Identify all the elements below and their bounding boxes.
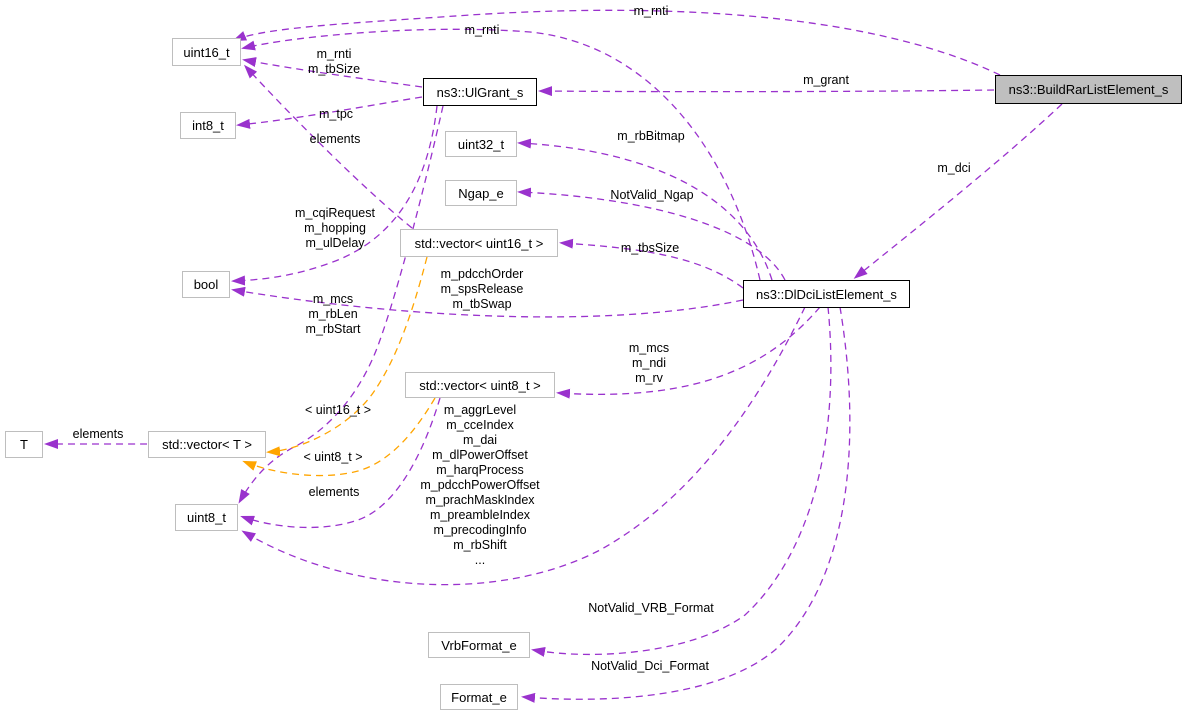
edge-m-rnti-dldci-uint16 (241, 28, 761, 281)
node-int8-t: int8_t (180, 112, 236, 139)
edge-elements-vec8-uint8 (240, 397, 441, 529)
node-ns3-dldcilistelement-s[interactable]: ns3::DlDciListElement_s (743, 280, 910, 308)
edge-m-mcs-ndi-rv (556, 306, 821, 399)
edge-m-grant (538, 86, 995, 97)
edge-m-rnti-buildrar-uint16 (232, 9, 1001, 76)
edge-label-m-grant: m_grant (803, 73, 849, 87)
node-t: T (5, 431, 43, 458)
node-ngap-e: Ngap_e (445, 180, 517, 206)
node-uint8-t: uint8_t (175, 504, 238, 531)
edge-label-m-pdcchorder-group: m_pdcchOrder m_spsRelease m_tbSwap (440, 267, 524, 311)
node-format-e: Format_e (440, 684, 518, 710)
edge-label-m-mcs-ndi-rv: m_mcs m_ndi m_rv (628, 341, 670, 385)
edge-template-uint8 (242, 397, 436, 477)
edge-label-notvalid-dci-format: NotValid_Dci_Format (591, 659, 709, 673)
node-ns3-buildrarlistelement-s[interactable]: ns3::BuildRarListElement_s (995, 75, 1182, 104)
edge-label-m-tpc: m_tpc (318, 107, 354, 121)
edge-m-aggrlevel-group (241, 306, 806, 586)
edge-m-dci (853, 103, 1063, 279)
edge-label-elements-uint16: elements (309, 132, 361, 146)
edge-label-m-cqirequest-group: m_cqiRequest m_hopping m_ulDelay (295, 206, 375, 250)
edge-label-m-aggrlevel-group: m_aggrLevel m_cceIndex m_dai m_dlPowerOf… (420, 403, 540, 567)
node-ns3-ulgrant-s[interactable]: ns3::UlGrant_s (423, 78, 537, 106)
edge-label-m-rnti-tbsize: m_rnti m_tbSize (307, 47, 361, 76)
edge-m-rbbitmap (517, 138, 773, 281)
edge-label-m-mcs-rblen-rbstart: m_mcs m_rbLen m_rbStart (305, 292, 361, 336)
edge-m-rnti-tbsize-ulgrant-uint16 (242, 57, 423, 88)
edge-label-m-tbssize: m_tbsSize (620, 241, 680, 255)
node-uint32-t: uint32_t (445, 131, 517, 157)
node-vrbformat-e: VrbFormat_e (428, 632, 530, 658)
edge-m-cqirequest-group (231, 105, 438, 286)
edge-elements-vec16-uint16 (243, 64, 413, 229)
edge-label-m-rnti-mid: m_rnti (464, 23, 500, 37)
edge-label-template-uint16: < uint16_t > (304, 403, 372, 417)
edge-label-notvalid-ngap: NotValid_Ngap (610, 188, 694, 202)
edge-label-template-uint8: < uint8_t > (303, 450, 363, 464)
edge-m-tbssize (559, 238, 744, 289)
edge-label-m-dci: m_dci (937, 161, 971, 175)
edge-notvalid-ngap (517, 187, 786, 281)
edge-label-elements-t: elements (72, 427, 124, 441)
edge-template-uint16 (266, 256, 428, 457)
node-std-vector-uint16-t: std::vector< uint16_t > (400, 229, 558, 257)
edge-label-m-rbbitmap: m_rbBitmap (617, 129, 685, 143)
edge-notvalid-dci-format (521, 306, 851, 703)
node-bool: bool (182, 271, 230, 298)
node-uint16-t: uint16_t (172, 38, 241, 66)
edge-m-pdcchorder-group (231, 286, 744, 318)
node-std-vector-t: std::vector< T > (148, 431, 266, 458)
node-std-vector-uint8-t: std::vector< uint8_t > (405, 372, 555, 398)
edge-label-notvalid-vrb-format: NotValid_VRB_Format (588, 601, 714, 615)
edge-label-elements-uint8: elements (308, 485, 360, 499)
edge-label-m-rnti-top: m_rnti (633, 4, 669, 18)
